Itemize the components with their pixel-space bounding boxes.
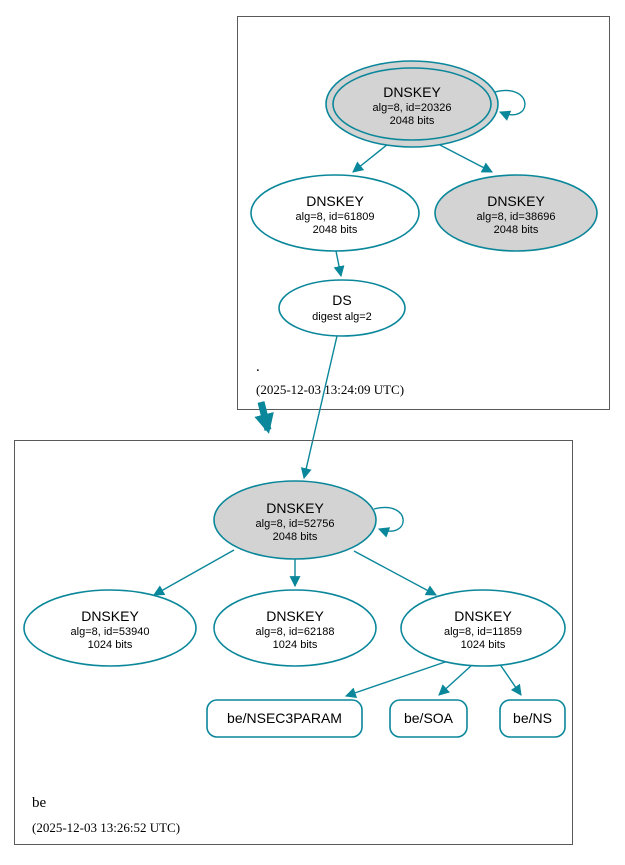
be-ksk-ellipse[interactable] <box>213 480 377 560</box>
be-zsk1-type: DNSKEY <box>81 608 139 624</box>
node-be-zsk1[interactable]: DNSKEY alg=8, id=53940 1024 bits <box>23 589 197 667</box>
root-ksk-inner-ellipse <box>332 67 492 141</box>
be-zsk3-size: 1024 bits <box>461 639 506 651</box>
be-zsk1-ellipse[interactable] <box>23 589 197 667</box>
be-ksk-type: DNSKEY <box>266 500 324 516</box>
be-zsk3-meta: alg=8, id=11859 <box>444 626 522 638</box>
ds-type: DS <box>332 292 351 308</box>
ds-ellipse[interactable] <box>278 279 406 337</box>
edge-root-ksk-to-zsk <box>352 143 389 173</box>
edge-be-zsk3-to-ns <box>498 662 522 696</box>
zone-box-be <box>14 440 573 845</box>
root-key2-ellipse[interactable] <box>434 174 598 252</box>
edge-ds-to-be-ksk <box>300 335 338 480</box>
root-ksk-outer-ellipse[interactable] <box>325 60 499 148</box>
node-root-zsk[interactable]: DNSKEY alg=8, id=61809 2048 bits <box>250 174 420 252</box>
be-zsk2-meta: alg=8, id=62188 <box>256 626 335 638</box>
be-zsk3-type: DNSKEY <box>454 608 512 624</box>
edge-root-ksk-self-sign <box>494 89 526 121</box>
edge-be-ksk-self-sign <box>373 506 404 538</box>
root-key2-size: 2048 bits <box>494 224 539 236</box>
be-ksk-meta: alg=8, id=52756 <box>256 518 335 530</box>
root-zsk-meta: alg=8, id=61809 <box>296 211 375 223</box>
node-be-ksk[interactable]: DNSKEY alg=8, id=52756 2048 bits <box>213 480 377 560</box>
root-ksk-size: 2048 bits <box>390 115 435 127</box>
node-root-key2[interactable]: DNSKEY alg=8, id=38696 2048 bits <box>434 174 598 252</box>
edge-be-zsk3-to-nsec3param <box>344 660 449 698</box>
root-ksk-type: DNSKEY <box>383 84 441 100</box>
edge-delegation-root-to-be <box>254 401 274 434</box>
rrset-ns-label: be/NS <box>513 710 552 726</box>
edge-be-ksk-to-zsk3 <box>353 550 437 596</box>
root-key2-type: DNSKEY <box>487 193 545 209</box>
root-ksk-meta: alg=8, id=20326 <box>373 102 452 114</box>
edge-be-ksk-to-zsk1 <box>153 549 235 596</box>
root-key2-meta: alg=8, id=38696 <box>477 211 556 223</box>
zone-box-root <box>237 16 610 410</box>
node-ds[interactable]: DS digest alg=2 <box>278 279 406 337</box>
zone-timestamp-be: (2025-12-03 13:26:52 UTC) <box>32 820 180 835</box>
be-zsk1-meta: alg=8, id=53940 <box>71 626 150 638</box>
rrset-nsec3param-label: be/NSEC3PARAM <box>227 710 342 726</box>
be-zsk3-ellipse[interactable] <box>400 589 566 667</box>
edge-root-ksk-to-key2 <box>437 143 493 173</box>
rrset-ns-box[interactable] <box>499 699 566 738</box>
be-zsk2-ellipse[interactable] <box>213 589 377 667</box>
node-root-ksk[interactable]: DNSKEY alg=8, id=20326 2048 bits <box>325 60 499 148</box>
zone-timestamp-root: (2025-12-03 13:24:09 UTC) <box>256 382 404 397</box>
root-zsk-type: DNSKEY <box>306 193 364 209</box>
node-be-zsk2[interactable]: DNSKEY alg=8, id=62188 1024 bits <box>213 589 377 667</box>
root-zsk-ellipse[interactable] <box>250 174 420 252</box>
be-zsk1-size: 1024 bits <box>88 639 133 651</box>
be-ksk-size: 2048 bits <box>273 531 318 543</box>
node-rrset-nsec3param[interactable]: be/NSEC3PARAM <box>206 699 363 738</box>
node-rrset-ns[interactable]: be/NS <box>499 699 566 738</box>
ds-meta: digest alg=2 <box>312 311 372 323</box>
node-be-zsk3[interactable]: DNSKEY alg=8, id=11859 1024 bits <box>400 589 566 667</box>
zone-label-root: . <box>256 359 260 375</box>
be-zsk2-type: DNSKEY <box>266 608 324 624</box>
be-zsk2-size: 1024 bits <box>273 639 318 651</box>
rrset-nsec3param-box[interactable] <box>206 699 363 738</box>
edge-be-zsk3-to-soa <box>438 664 473 696</box>
zone-label-be: be <box>32 795 47 811</box>
root-zsk-size: 2048 bits <box>313 224 358 236</box>
node-rrset-soa[interactable]: be/SOA <box>389 699 468 738</box>
edge-root-zsk-to-ds <box>333 250 345 278</box>
rrset-soa-box[interactable] <box>389 699 468 738</box>
rrset-soa-label: be/SOA <box>404 710 454 726</box>
